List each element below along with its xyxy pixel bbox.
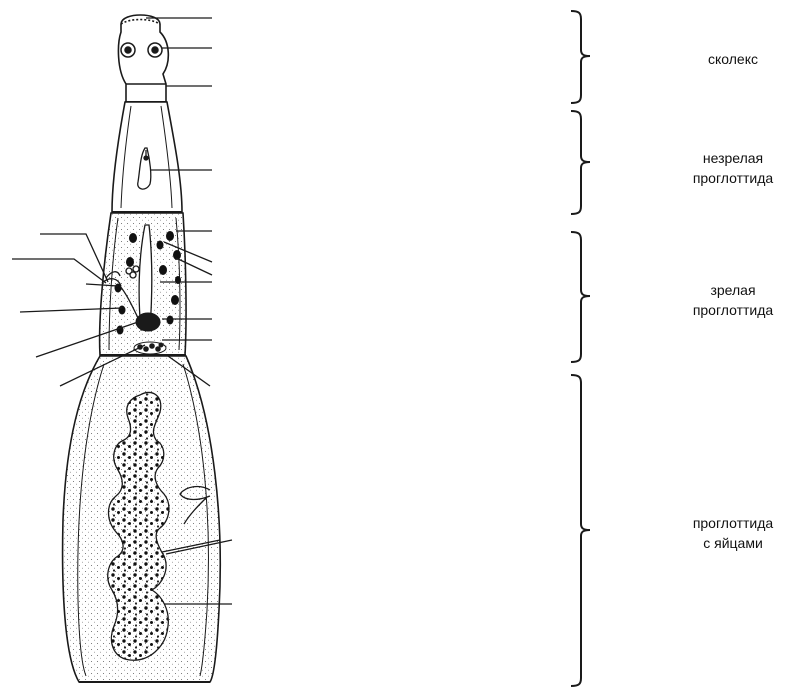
label-mature-line-1: зрелая (673, 280, 787, 300)
brace-scolex (571, 11, 590, 103)
label-scolex: сколекс (673, 49, 787, 69)
brace-gravid-proglottid (571, 375, 590, 686)
label-mature-line-2: проглоттида (673, 300, 787, 320)
label-scolex-line-1: сколекс (673, 49, 787, 69)
brace-immature-proglottid (571, 111, 590, 214)
label-mature-proglottid: зрелая проглоттида (673, 280, 787, 320)
label-immature-line-2: проглоттида (673, 168, 787, 188)
label-gravid-proglottid: проглоттида с яйцами (673, 513, 787, 553)
label-immature-line-1: незрелая (673, 148, 787, 168)
scolex-body (118, 15, 168, 102)
label-immature-proglottid: незрелая проглоттида (673, 148, 787, 188)
label-gravid-line-1: проглоттида (673, 513, 787, 533)
label-gravid-line-2: с яйцами (673, 533, 787, 553)
brace-mature-proglottid (571, 232, 590, 362)
